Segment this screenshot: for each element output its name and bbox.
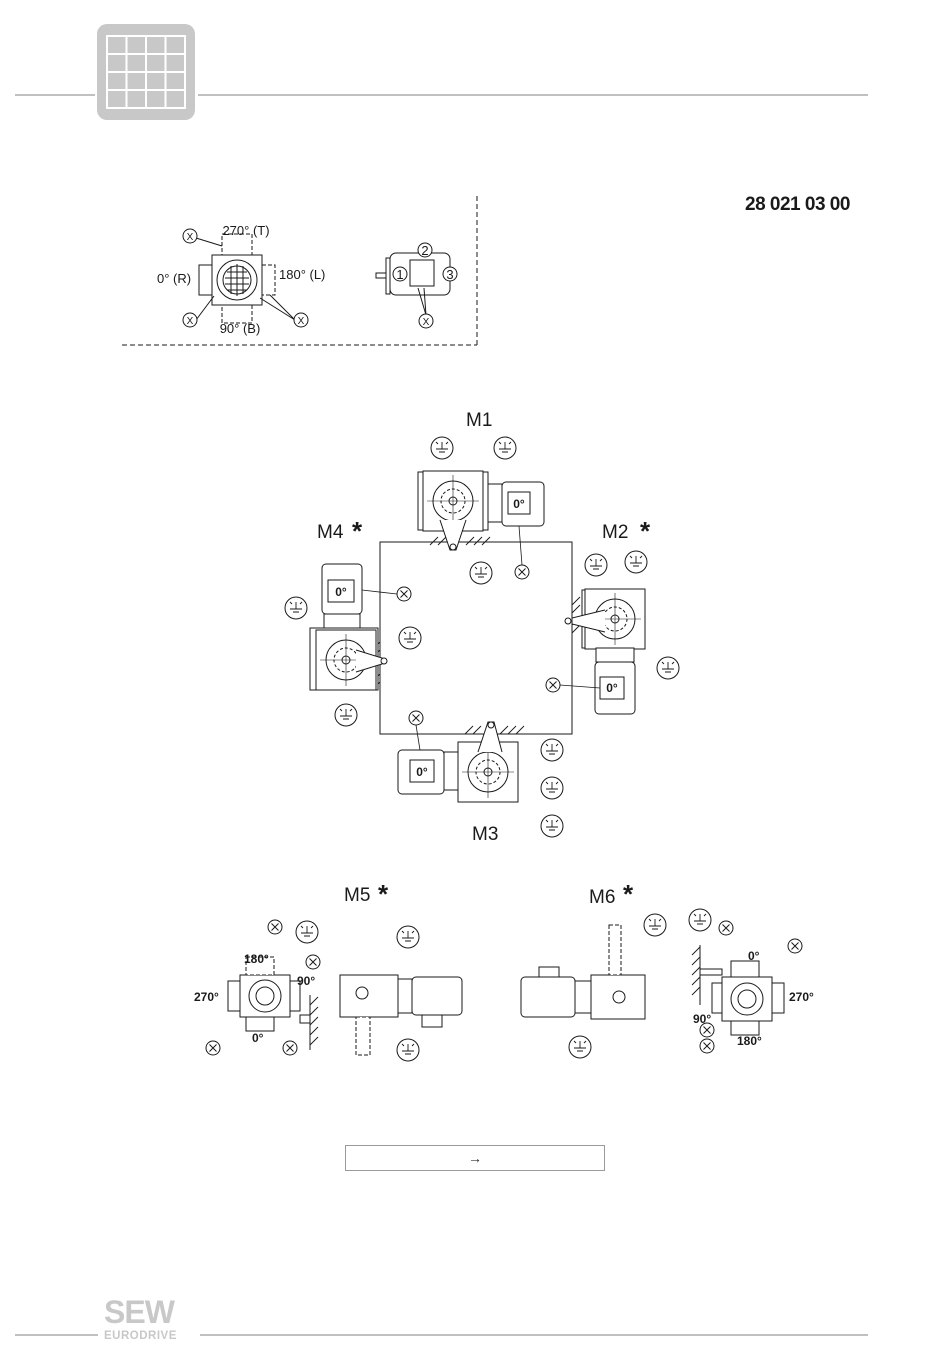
header-graphic [0, 0, 950, 130]
marker-x-icon: X [419, 314, 433, 328]
position-right-label: 180° (L) [279, 267, 325, 282]
m5-angle-right: 90° [297, 974, 315, 988]
m5-label: M5 [344, 885, 370, 906]
m6-angle-bottom: 180° [737, 1034, 762, 1048]
note-box: → [345, 1145, 605, 1171]
marker-x-icon: X [183, 229, 197, 243]
cable-entry-3: 3 [443, 267, 457, 282]
svg-text:X: X [187, 316, 194, 327]
grid-tab-icon [97, 24, 195, 120]
svg-text:0°: 0° [513, 497, 525, 511]
m6-front-view [700, 945, 784, 1035]
m5-angle-left: 270° [194, 990, 219, 1004]
svg-text:X: X [423, 317, 430, 328]
svg-text:0°: 0° [606, 681, 618, 695]
svg-text:X: X [298, 316, 305, 327]
m4-asterisk: * [352, 516, 363, 546]
m6-angle-top: 0° [748, 949, 760, 963]
svg-text:X: X [187, 232, 194, 243]
svg-text:SEW: SEW [104, 1294, 176, 1330]
position-left-label: 0° (R) [157, 271, 191, 286]
m6-angle-right: 270° [789, 990, 814, 1004]
m4-label: M4 [317, 522, 344, 543]
footer: SEW EURODRIVE [0, 1290, 950, 1350]
m5-angle-bottom: 0° [252, 1031, 264, 1045]
m3-label: M3 [472, 824, 498, 845]
cable-entry-2: 2 [418, 243, 432, 258]
sew-logo: SEW EURODRIVE [104, 1294, 177, 1342]
m6-label: M6 [589, 887, 615, 908]
svg-text:1: 1 [396, 267, 403, 282]
m6-asterisk: * [623, 879, 634, 909]
marker-x-icon: X [183, 313, 197, 327]
svg-text:0°: 0° [416, 765, 428, 779]
m6-side-view [521, 925, 645, 1019]
mounting-positions-m1-m4: M1 0° M2 * 0° M3 0° [260, 400, 700, 850]
svg-text:EURODRIVE: EURODRIVE [104, 1330, 177, 1342]
svg-text:2: 2 [421, 243, 428, 258]
m2-asterisk: * [640, 516, 651, 546]
cable-entry-diagram [376, 253, 450, 315]
m1-label: M1 [466, 410, 492, 431]
marker-x-icon: X [294, 313, 308, 327]
m5-angle-top: 180° [244, 952, 269, 966]
m4-gear-unit: 0° [310, 564, 387, 690]
position-bottom-label: 90° (B) [220, 321, 261, 336]
mounting-position-m6: M6 * 0° 270° 90° 180° [515, 875, 825, 1075]
m2-label: M2 [602, 522, 628, 543]
svg-text:0°: 0° [335, 585, 347, 599]
legend-panel: X X X 270° (T) 0° (R) 180° (L) 90° (B) 1… [110, 190, 490, 355]
cable-entry-1: 1 [393, 267, 407, 282]
m5-asterisk: * [378, 879, 389, 909]
mounting-position-m5: M5 * 180° 90° 270° 0° [190, 875, 480, 1075]
svg-text:3: 3 [446, 267, 453, 282]
document-code: 28 021 03 00 [745, 194, 850, 216]
m5-front-view [228, 957, 310, 1050]
position-top-label: 270° (T) [222, 223, 269, 238]
